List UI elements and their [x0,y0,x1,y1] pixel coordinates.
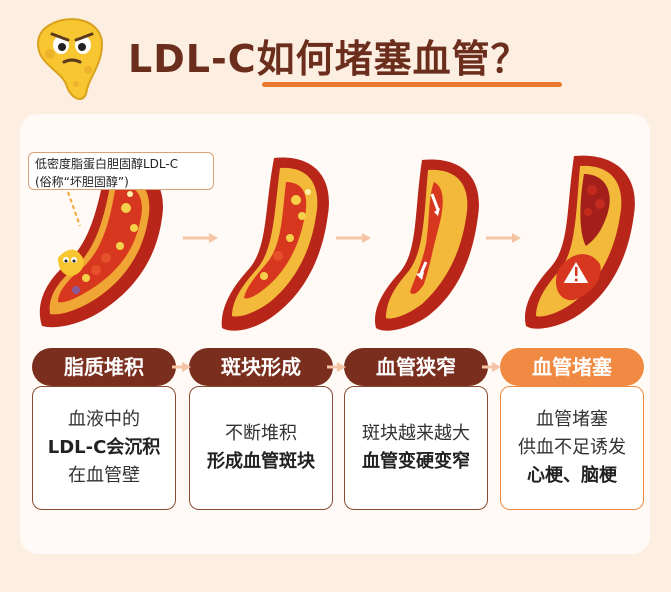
cholesterol-mascot-icon [36,18,104,100]
description-line: 形成血管斑块 [207,451,315,472]
page-title: LDL-C如何堵塞血管？ [128,37,530,81]
description-line: LDL-C会沉积 [47,437,161,458]
description-line: 斑块越来越大 [362,423,470,444]
callout-pointer [67,191,81,227]
stage-label-plaque-formation: 斑块形成 [189,348,333,386]
callout-line-2: (俗称“坏胆固醇”) [35,175,129,189]
stage-label-lipid-accumulation: 脂质堆积 [32,348,176,386]
description-line: 血液中的 [68,409,140,430]
description-line: 心梗、脑梗 [527,465,617,486]
description-line: 供血不足诱发 [518,437,626,458]
stage-description-plaque-formation: 不断堆积 形成血管斑块 [189,386,333,510]
description-line: 不断堆积 [225,423,297,444]
description-line: 血管堵塞 [536,409,608,430]
description-line: 血管变硬变窄 [362,451,470,472]
ldl-c-callout: 低密度脂蛋白胆固醇LDL-C (俗称“坏胆固醇”) [28,152,214,190]
artery-plaque-formation-illustration [221,157,329,331]
artery-narrowing-illustration [375,159,479,331]
stage-description-blockage: 血管堵塞 供血不足诱发 心梗、脑梗 [500,386,644,510]
artery-blocked-illustration [525,155,635,329]
label-arrow-icon [482,362,501,372]
stage-description-lipid-accumulation: 血液中的 LDL-C会沉积 在血管壁 [32,386,176,510]
stage-label-blockage: 血管堵塞 [500,348,644,386]
stage-label-narrowing: 血管狭窄 [344,348,488,386]
stage-arrow-icon [183,233,218,243]
stage-description-narrowing: 斑块越来越大 血管变硬变窄 [344,386,488,510]
title-underline [262,82,562,87]
callout-line-1: 低密度脂蛋白胆固醇LDL-C [35,157,179,171]
artery-lipid-accumulation-illustration [39,165,163,328]
description-line: 在血管壁 [68,465,140,486]
label-arrow-icon [172,362,191,372]
label-arrow-icon [327,362,346,372]
stage-arrow-icon [486,233,521,243]
stage-arrow-icon [336,233,371,243]
